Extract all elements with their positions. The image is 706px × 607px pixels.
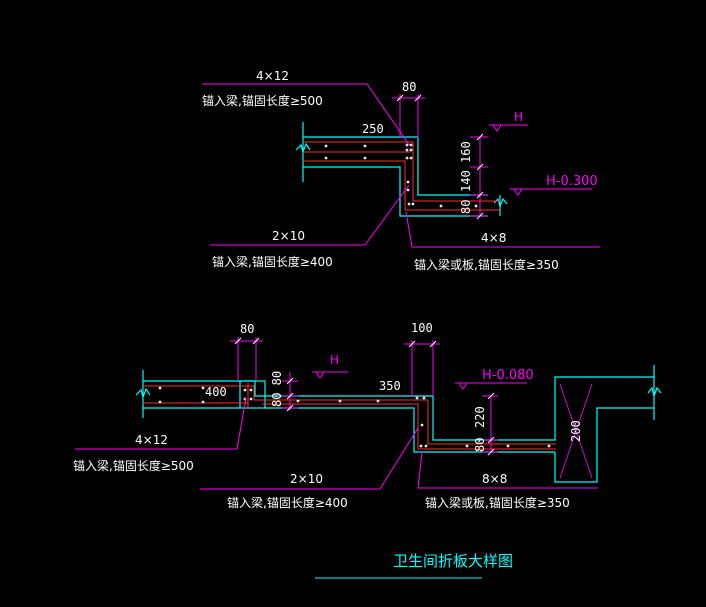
top-dim-250: 250 — [362, 122, 384, 136]
bottom-dim-ticks — [234, 337, 495, 456]
bottom-slab-rebar — [143, 383, 556, 450]
bottom-rebar-dots — [158, 386, 551, 448]
top-level-h-minus: H-0.300 — [546, 174, 598, 189]
top-label-4x12: 4×12 — [256, 69, 289, 83]
top-note-anchor-500: 锚入梁,锚固长度≥500 — [202, 93, 323, 108]
bottom-note-anchor-500: 锚入梁,锚固长度≥500 — [73, 458, 194, 473]
top-label-4x8: 4×8 — [481, 231, 506, 245]
top-leaders — [202, 83, 600, 248]
drawing-title: 卫生间折板大样图 — [393, 552, 513, 570]
bottom-label-2x10: 2×10 — [290, 472, 323, 486]
bottom-label-8x8: 8×8 — [482, 472, 507, 486]
bottom-label-4x12: 4×12 — [135, 433, 168, 447]
bottom-dim-400: 400 — [205, 385, 227, 399]
top-dim-160: 160 — [459, 141, 473, 163]
drawing-title-block: 卫生间折板大样图 — [315, 552, 513, 579]
bottom-note-anchor-350: 锚入梁或板,锚固长度≥350 — [425, 495, 570, 510]
top-level-h: H — [514, 110, 523, 124]
top-dim-ticks — [396, 94, 484, 220]
detail-bottom: 80 100 H H-0.080 400 80 80 350 220 80 20… — [73, 321, 662, 510]
detail-top: 4×12 锚入梁,锚固长度≥500 80 250 H 160 140 80 H-… — [202, 69, 600, 272]
bottom-wall-cross — [559, 383, 593, 479]
top-note-anchor-400: 锚入梁,锚固长度≥400 — [212, 254, 333, 269]
top-dim-80: 80 — [402, 80, 416, 94]
bottom-note-anchor-400: 锚入梁,锚固长度≥400 — [227, 495, 348, 510]
bottom-dim-220: 220 — [473, 406, 487, 428]
bottom-level-h: H — [330, 353, 339, 367]
bottom-dim-200: 200 — [569, 420, 583, 442]
bottom-dim-350: 350 — [379, 379, 401, 393]
top-slab-rebar — [303, 141, 500, 211]
top-dim-140: 140 — [459, 170, 473, 192]
bottom-level-h-minus: H-0.080 — [482, 368, 534, 383]
top-note-anchor-350: 锚入梁或板,锚固长度≥350 — [414, 257, 559, 272]
bottom-dim-80-bottom: 80 — [473, 438, 487, 452]
bottom-leaders — [75, 337, 598, 490]
bottom-dim-100: 100 — [411, 321, 433, 335]
top-label-2x10: 2×10 — [272, 229, 305, 243]
top-slab-outline — [295, 122, 508, 217]
top-dim-80-bottom: 80 — [459, 200, 473, 214]
bottom-dim-80-80: 80 80 — [270, 371, 284, 407]
top-rebar-dots — [324, 143, 478, 208]
bottom-dim-80: 80 — [240, 322, 254, 336]
